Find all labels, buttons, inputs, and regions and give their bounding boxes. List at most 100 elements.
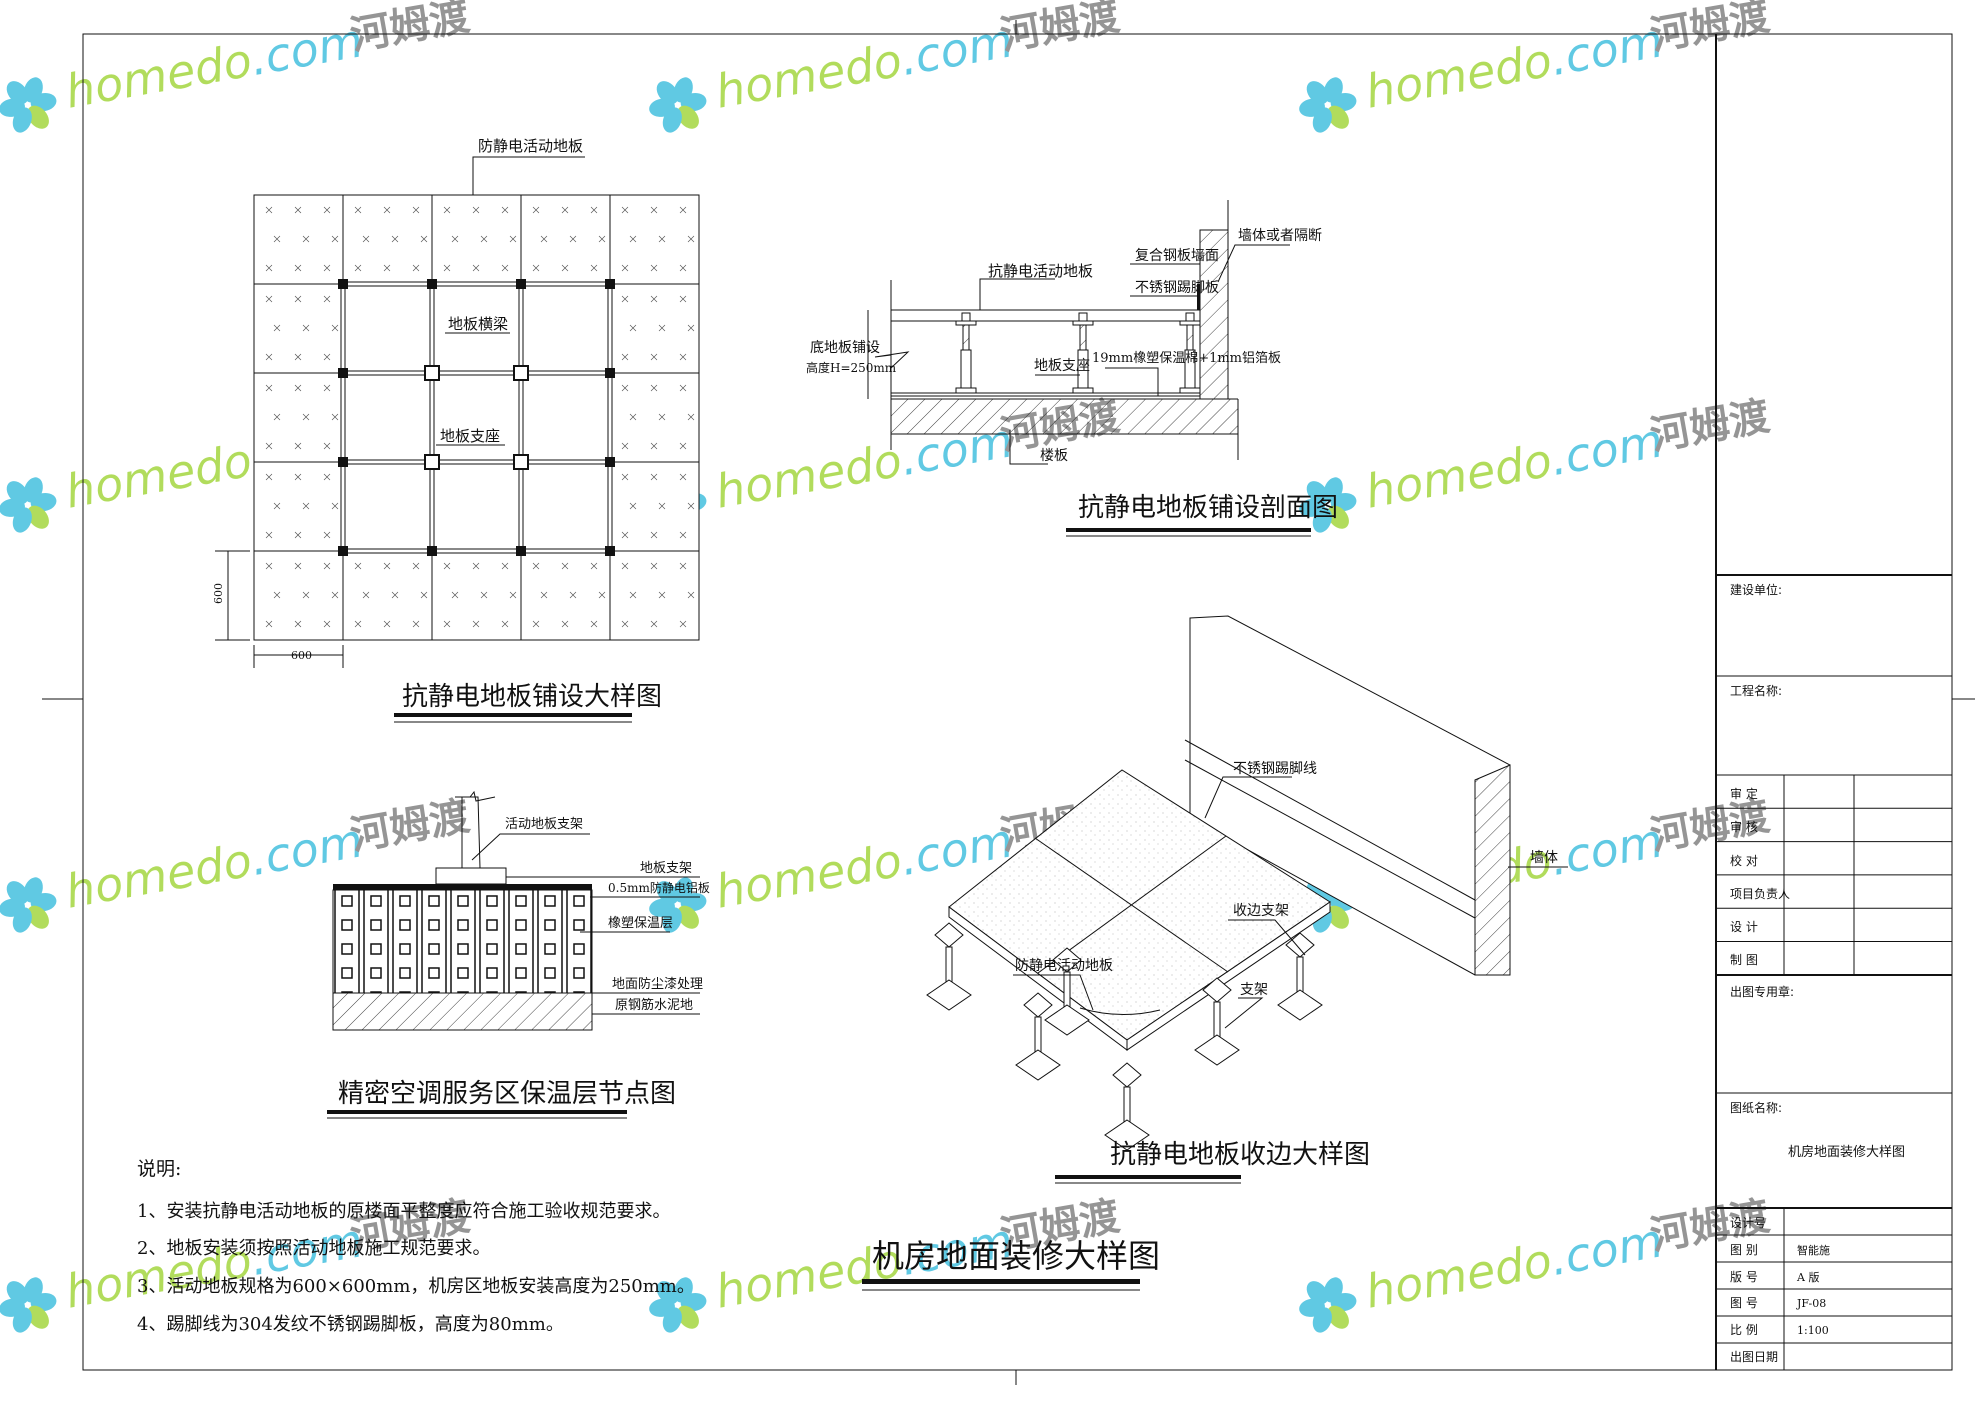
- watermark-petal: [1327, 1305, 1349, 1329]
- tile-mark: [302, 324, 310, 332]
- tile-mark: [302, 591, 310, 599]
- note-item: 1、安装抗静电活动地板的原楼面平整度应符合施工验收规范要求。: [137, 1201, 670, 1222]
- tile-mark: [323, 620, 331, 628]
- watermark-petal: [1323, 477, 1343, 503]
- floor-pedestal: [513, 454, 529, 470]
- tile-mark: [331, 413, 339, 421]
- tile-mark: [294, 206, 302, 214]
- tile-mark: [412, 562, 420, 570]
- pedestal-base: [1072, 387, 1094, 394]
- tile-mark: [561, 562, 569, 570]
- tile-mark: [383, 620, 391, 628]
- info-label: 设计号: [1730, 1216, 1766, 1230]
- tile-mark: [650, 206, 658, 214]
- approval-label: 校 对: [1730, 853, 1758, 868]
- plan-label-support: 地板支座: [440, 427, 500, 445]
- pedestal-head: [1072, 320, 1094, 326]
- pedestal-head: [1179, 320, 1201, 326]
- tile-mark: [273, 591, 281, 599]
- info-value: A 版: [1796, 1270, 1819, 1284]
- tile-mark: [621, 295, 629, 303]
- tile-mark: [265, 562, 273, 570]
- sheet-border: [82, 33, 1953, 1371]
- leader-line: [1204, 776, 1292, 819]
- floor-pedestal: [427, 546, 437, 556]
- tile-mark: [383, 562, 391, 570]
- node-label-concrete: 原钢筋水泥地: [615, 997, 693, 1013]
- floor-pedestal: [513, 365, 529, 381]
- pedestal-head: [955, 320, 977, 326]
- tile-mark: [650, 531, 658, 539]
- tile-mark: [420, 235, 428, 243]
- watermark-text: 河姆渡: [1647, 0, 1773, 59]
- floor-pedestal: [338, 457, 348, 467]
- tile-mark: [679, 473, 687, 481]
- watermark-petal: [1327, 905, 1349, 929]
- tile-mark: [629, 502, 637, 510]
- floor-tile: [431, 283, 522, 374]
- title-underline: [862, 1279, 1140, 1284]
- tile-mark: [480, 235, 488, 243]
- watermark-petal: [23, 77, 43, 103]
- tile-mark: [540, 235, 548, 243]
- support-base: [1044, 1004, 1090, 1036]
- tile-mark: [621, 620, 629, 628]
- tile-mark: [621, 473, 629, 481]
- watermark-text: homedo.com: [61, 13, 366, 118]
- watermark-petal: [6, 881, 29, 905]
- plan-drawing: [253, 194, 700, 641]
- section-label-support: 地板支座: [1034, 358, 1090, 374]
- tile-mark: [598, 591, 606, 599]
- tile-mark: [561, 206, 569, 214]
- tile-mark: [294, 473, 302, 481]
- tile-mark: [331, 502, 339, 510]
- floor-pedestal: [338, 279, 348, 289]
- support-head: [1112, 1062, 1142, 1088]
- watermark-petal: [673, 877, 693, 903]
- watermark-petal: [23, 1277, 43, 1303]
- tile-mark: [687, 235, 695, 243]
- watermark-petal: [1306, 1281, 1329, 1305]
- leader-line: [471, 833, 590, 861]
- floor-pedestal: [338, 546, 348, 556]
- watermark-petal: [27, 105, 49, 129]
- watermark-petal: [1306, 481, 1329, 505]
- floor-tile: [342, 372, 433, 463]
- tile-mark: [629, 413, 637, 421]
- tile-mark: [265, 620, 273, 628]
- tile-mark: [621, 353, 629, 361]
- iso-label-wall: 墙体: [1530, 850, 1558, 866]
- tile-mark: [621, 531, 629, 539]
- tile-mark: [621, 264, 629, 272]
- tile-mark: [650, 353, 658, 361]
- section-label-wall-panel: 复合钢板墙面: [1135, 247, 1219, 264]
- tile-mark: [323, 562, 331, 570]
- floor-pedestal: [338, 368, 348, 378]
- tile-mark: [590, 206, 598, 214]
- section-label-height-2: 高度H=250mm: [806, 360, 897, 375]
- note-item: 4、踢脚线为304发纹不锈钢踢脚板，高度为80mm。: [137, 1314, 564, 1335]
- tile-mark: [687, 502, 695, 510]
- tile-mark: [391, 235, 399, 243]
- plan-label-floor: 防静电活动地板: [478, 137, 583, 155]
- tile-mark: [650, 562, 658, 570]
- tile-mark: [679, 562, 687, 570]
- section-label-skirting: 不锈钢踢脚板: [1135, 280, 1219, 296]
- floor-pedestal: [605, 368, 615, 378]
- tile-mark: [323, 442, 331, 450]
- tile-mark: [532, 264, 540, 272]
- watermark-petal: [677, 1305, 699, 1329]
- watermark-petal: [673, 77, 693, 103]
- leader-line: [1224, 997, 1264, 1029]
- approval-label: 制 图: [1730, 953, 1758, 967]
- tile-mark: [412, 264, 420, 272]
- watermark-petal: [656, 1281, 679, 1305]
- approval-label: 审 定: [1730, 786, 1758, 801]
- tile-mark: [294, 442, 302, 450]
- watermark-petal: [27, 1305, 49, 1329]
- pedestal: [1185, 312, 1195, 322]
- tile-mark: [650, 295, 658, 303]
- drawing-name-label: 图纸名称:: [1730, 1100, 1782, 1115]
